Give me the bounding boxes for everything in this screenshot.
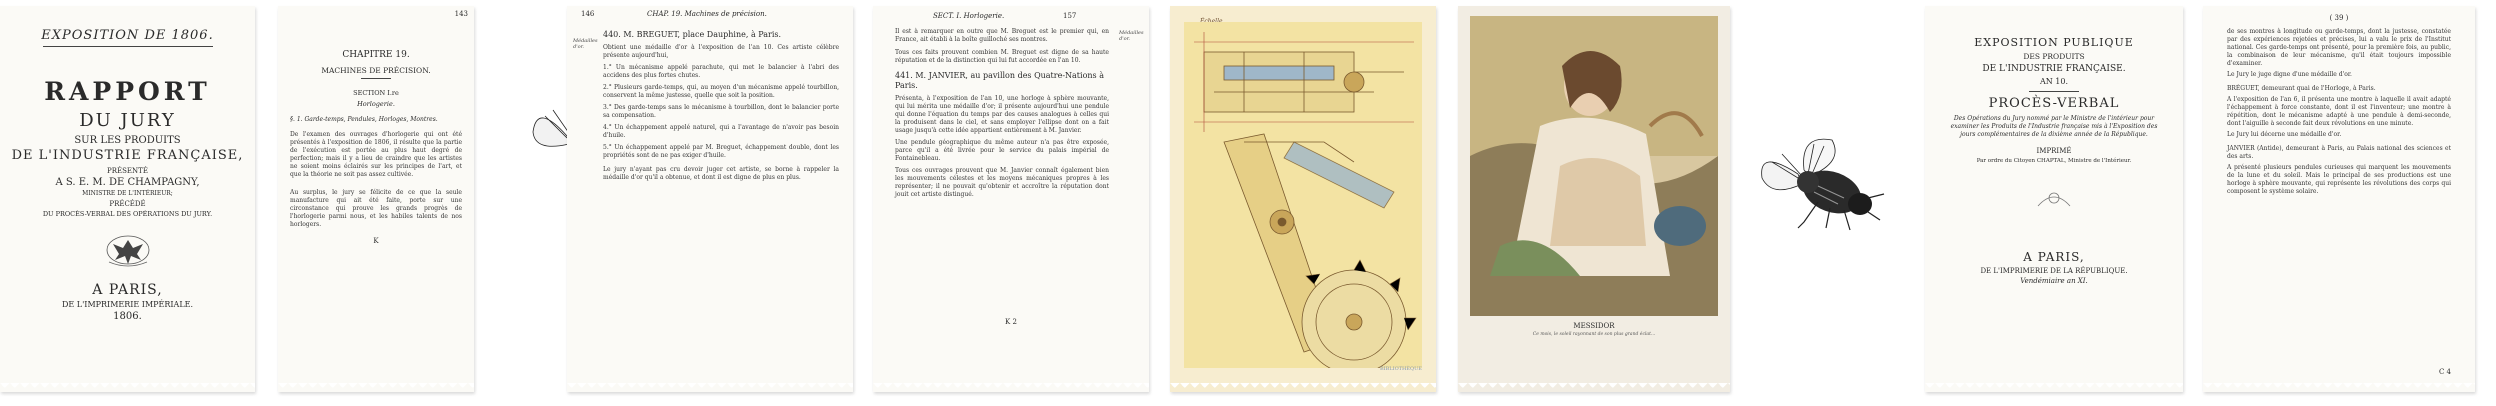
- imprint-city: A PARIS,: [92, 282, 163, 298]
- title-produits: DES PRODUITS: [2023, 52, 2085, 61]
- page-heading: EXPOSITION DE 1806.: [41, 28, 214, 43]
- imprint-printer: DE L'IMPRIMERIE DE LA RÉPUBLIQUE.: [1980, 267, 2128, 275]
- list-item: 1.° Un mécanisme appelé parachute, qui m…: [603, 64, 839, 79]
- republic-vignette-icon: [2034, 184, 2074, 210]
- print-caption: Ce mois, le soleil rayonnant de son plus…: [1532, 332, 1656, 337]
- signature-mark: K 2: [1005, 318, 1017, 326]
- chapter-heading: CHAPITRE 19.: [342, 50, 410, 60]
- body-paragraph: Une pendule géographique du même auteur …: [895, 139, 1109, 162]
- imperial-eagle-icon: [105, 232, 151, 270]
- list-item: 4.° Un échappement appelé naturel, qui a…: [603, 124, 839, 139]
- title-du-jury: DU JURY: [79, 110, 176, 131]
- description: Des Opérations du Jury nommé par le Mini…: [1950, 115, 2158, 138]
- entry-heading: 441. M. JANVIER, au pavillon des Quatre-…: [895, 71, 1104, 90]
- margin-note: Médailles d'or.: [573, 38, 598, 50]
- list-item: 5.° Un échappement appelé par M. Breguet…: [603, 144, 839, 159]
- running-head: CHAP. 19. Machines de précision.: [647, 10, 767, 18]
- body-paragraph: A l'exposition de l'an 6, il présenta un…: [2227, 96, 2451, 127]
- imprint-city: A PARIS,: [2023, 250, 2085, 264]
- subtitle-produits: SUR LES PRODUITS: [74, 135, 181, 146]
- page-number: 157: [1063, 12, 1077, 20]
- rule: [42, 46, 213, 47]
- page-messidor-print: MESSIDOR Ce mois, le soleil rayonnant de…: [1458, 6, 1730, 392]
- imprint-printer: DE L'IMPRIMERIE IMPÉRIALE.: [61, 300, 194, 309]
- body-paragraph: Le Jury le juge digne d'une médaille d'o…: [2227, 71, 2352, 78]
- body-paragraph: A présenté plusieurs pendules curieuses …: [2227, 164, 2451, 195]
- body-paragraph: Au surplus, le jury se félicite de ce qu…: [290, 189, 462, 228]
- page-39-breguet-janvier: ( 39 ) de ses montres à longitude ou gar…: [2203, 6, 2475, 392]
- label-order: Par ordre du Citoyen CHAPTAL, Ministre d…: [1976, 158, 2132, 164]
- rule: [2029, 91, 2079, 92]
- imprint-date: Vendémiaire an XI.: [2020, 277, 2088, 285]
- body-paragraph: Tous ces faits prouvent combien M. Bregu…: [895, 49, 1109, 64]
- page-escapement-drawing: Échelle BIBLIOTHÈQUE: [1170, 6, 1436, 392]
- subtitle-industrie: DE L'INDUSTRIE FRANÇAISE,: [11, 148, 244, 163]
- list-item: 3.° Des garde-temps sans le mécanisme à …: [603, 104, 839, 119]
- entry-heading: 440. M. BREGUET, place Dauphine, à Paris…: [603, 30, 782, 39]
- page-146-breguet: 146 CHAP. 19. Machines de précision. Méd…: [567, 6, 853, 392]
- subsection-heading: §. 1. Garde-temps, Pendules, Horloges, M…: [290, 116, 438, 123]
- running-head: SECT. I. Horlogerie.: [933, 12, 1005, 20]
- margin-note: Médailles d'or.: [1119, 30, 1144, 42]
- label-proces-verbal: DU PROCÈS-VERBAL DES OPÉRATIONS DU JURY.: [42, 210, 213, 218]
- label-presente: PRÉSENTÉ: [107, 167, 148, 175]
- escapement-drawing: [1184, 22, 1422, 368]
- label-champagny: A S. E. M. DE CHAMPAGNY,: [55, 177, 200, 188]
- page-number: ( 39 ): [2329, 14, 2349, 22]
- body-paragraph: Présenta, à l'exposition de l'an 10, une…: [895, 95, 1109, 134]
- page-number: 146: [581, 10, 595, 18]
- drawing-caption: Échelle: [1200, 18, 1223, 25]
- entry-heading: JANVIER (Antide), demeurant à Paris, au …: [2227, 145, 2451, 160]
- section-title: Horlogerie.: [357, 100, 395, 108]
- body-paragraph: Il est à remarquer en outre que M. Bregu…: [895, 28, 1109, 43]
- heading-proces-verbal: PROCÈS-VERBAL: [1988, 96, 2120, 111]
- label-precede: PRÉCÉDÉ: [109, 200, 146, 208]
- label-imprime: IMPRIMÉ: [2036, 147, 2072, 155]
- page-157-janvier: SECT. I. Horlogerie. 157 Médailles d'or.…: [873, 6, 1149, 392]
- chapter-title: MACHINES DE PRÉCISION.: [321, 66, 431, 75]
- rule: [361, 78, 391, 79]
- imprint-year: 1806.: [113, 311, 142, 322]
- title-exposition: EXPOSITION PUBLIQUE: [1974, 36, 2134, 49]
- messidor-illustration: [1470, 16, 1718, 316]
- body-paragraph: Le Jury lui décerne une médaille d'or.: [2227, 131, 2342, 138]
- page-chapitre-19: 143 CHAPITRE 19. MACHINES DE PRÉCISION. …: [278, 6, 474, 392]
- body-paragraph: de ses montres à longitude ou garde-temp…: [2227, 28, 2451, 67]
- body-paragraph: De l'examen des ouvrages d'horlogerie qu…: [290, 131, 462, 178]
- body-paragraph: Tous ces ouvrages prouvent que M. Janvie…: [895, 167, 1109, 198]
- signature-mark: C 4: [2438, 368, 2451, 376]
- section-heading: SECTION I.re: [353, 89, 399, 97]
- print-title: MESSIDOR: [1573, 322, 1615, 330]
- page-proces-verbal-title: EXPOSITION PUBLIQUE DES PRODUITS DE L'IN…: [1925, 6, 2183, 392]
- page-number: 143: [454, 10, 468, 18]
- title-industrie: DE L'INDUSTRIE FRANÇAISE.: [1982, 64, 2126, 74]
- label-ministre: MINISTRE DE L'INTÉRIEUR;: [82, 190, 173, 197]
- body-paragraph: Obtient une médaille d'or à l'exposition…: [603, 44, 839, 59]
- bee-engraving-icon: [1752, 128, 1892, 238]
- list-item: 2.° Plusieurs garde-temps, qui, au moyen…: [603, 84, 839, 99]
- body-paragraph: Le jury n'ayant pas cru devoir juger cet…: [603, 166, 839, 181]
- entry-heading: BRÉGUET, demeurant quai de l'Horloge, à …: [2227, 85, 2376, 92]
- library-stamp: BIBLIOTHÈQUE: [1379, 366, 1422, 372]
- page-rapport-title: EXPOSITION DE 1806. RAPPORT DU JURY SUR …: [0, 6, 255, 392]
- title-an10: AN 10.: [2039, 77, 2069, 86]
- title-rapport: RAPPORT: [44, 77, 211, 106]
- signature-mark: K: [373, 237, 379, 245]
